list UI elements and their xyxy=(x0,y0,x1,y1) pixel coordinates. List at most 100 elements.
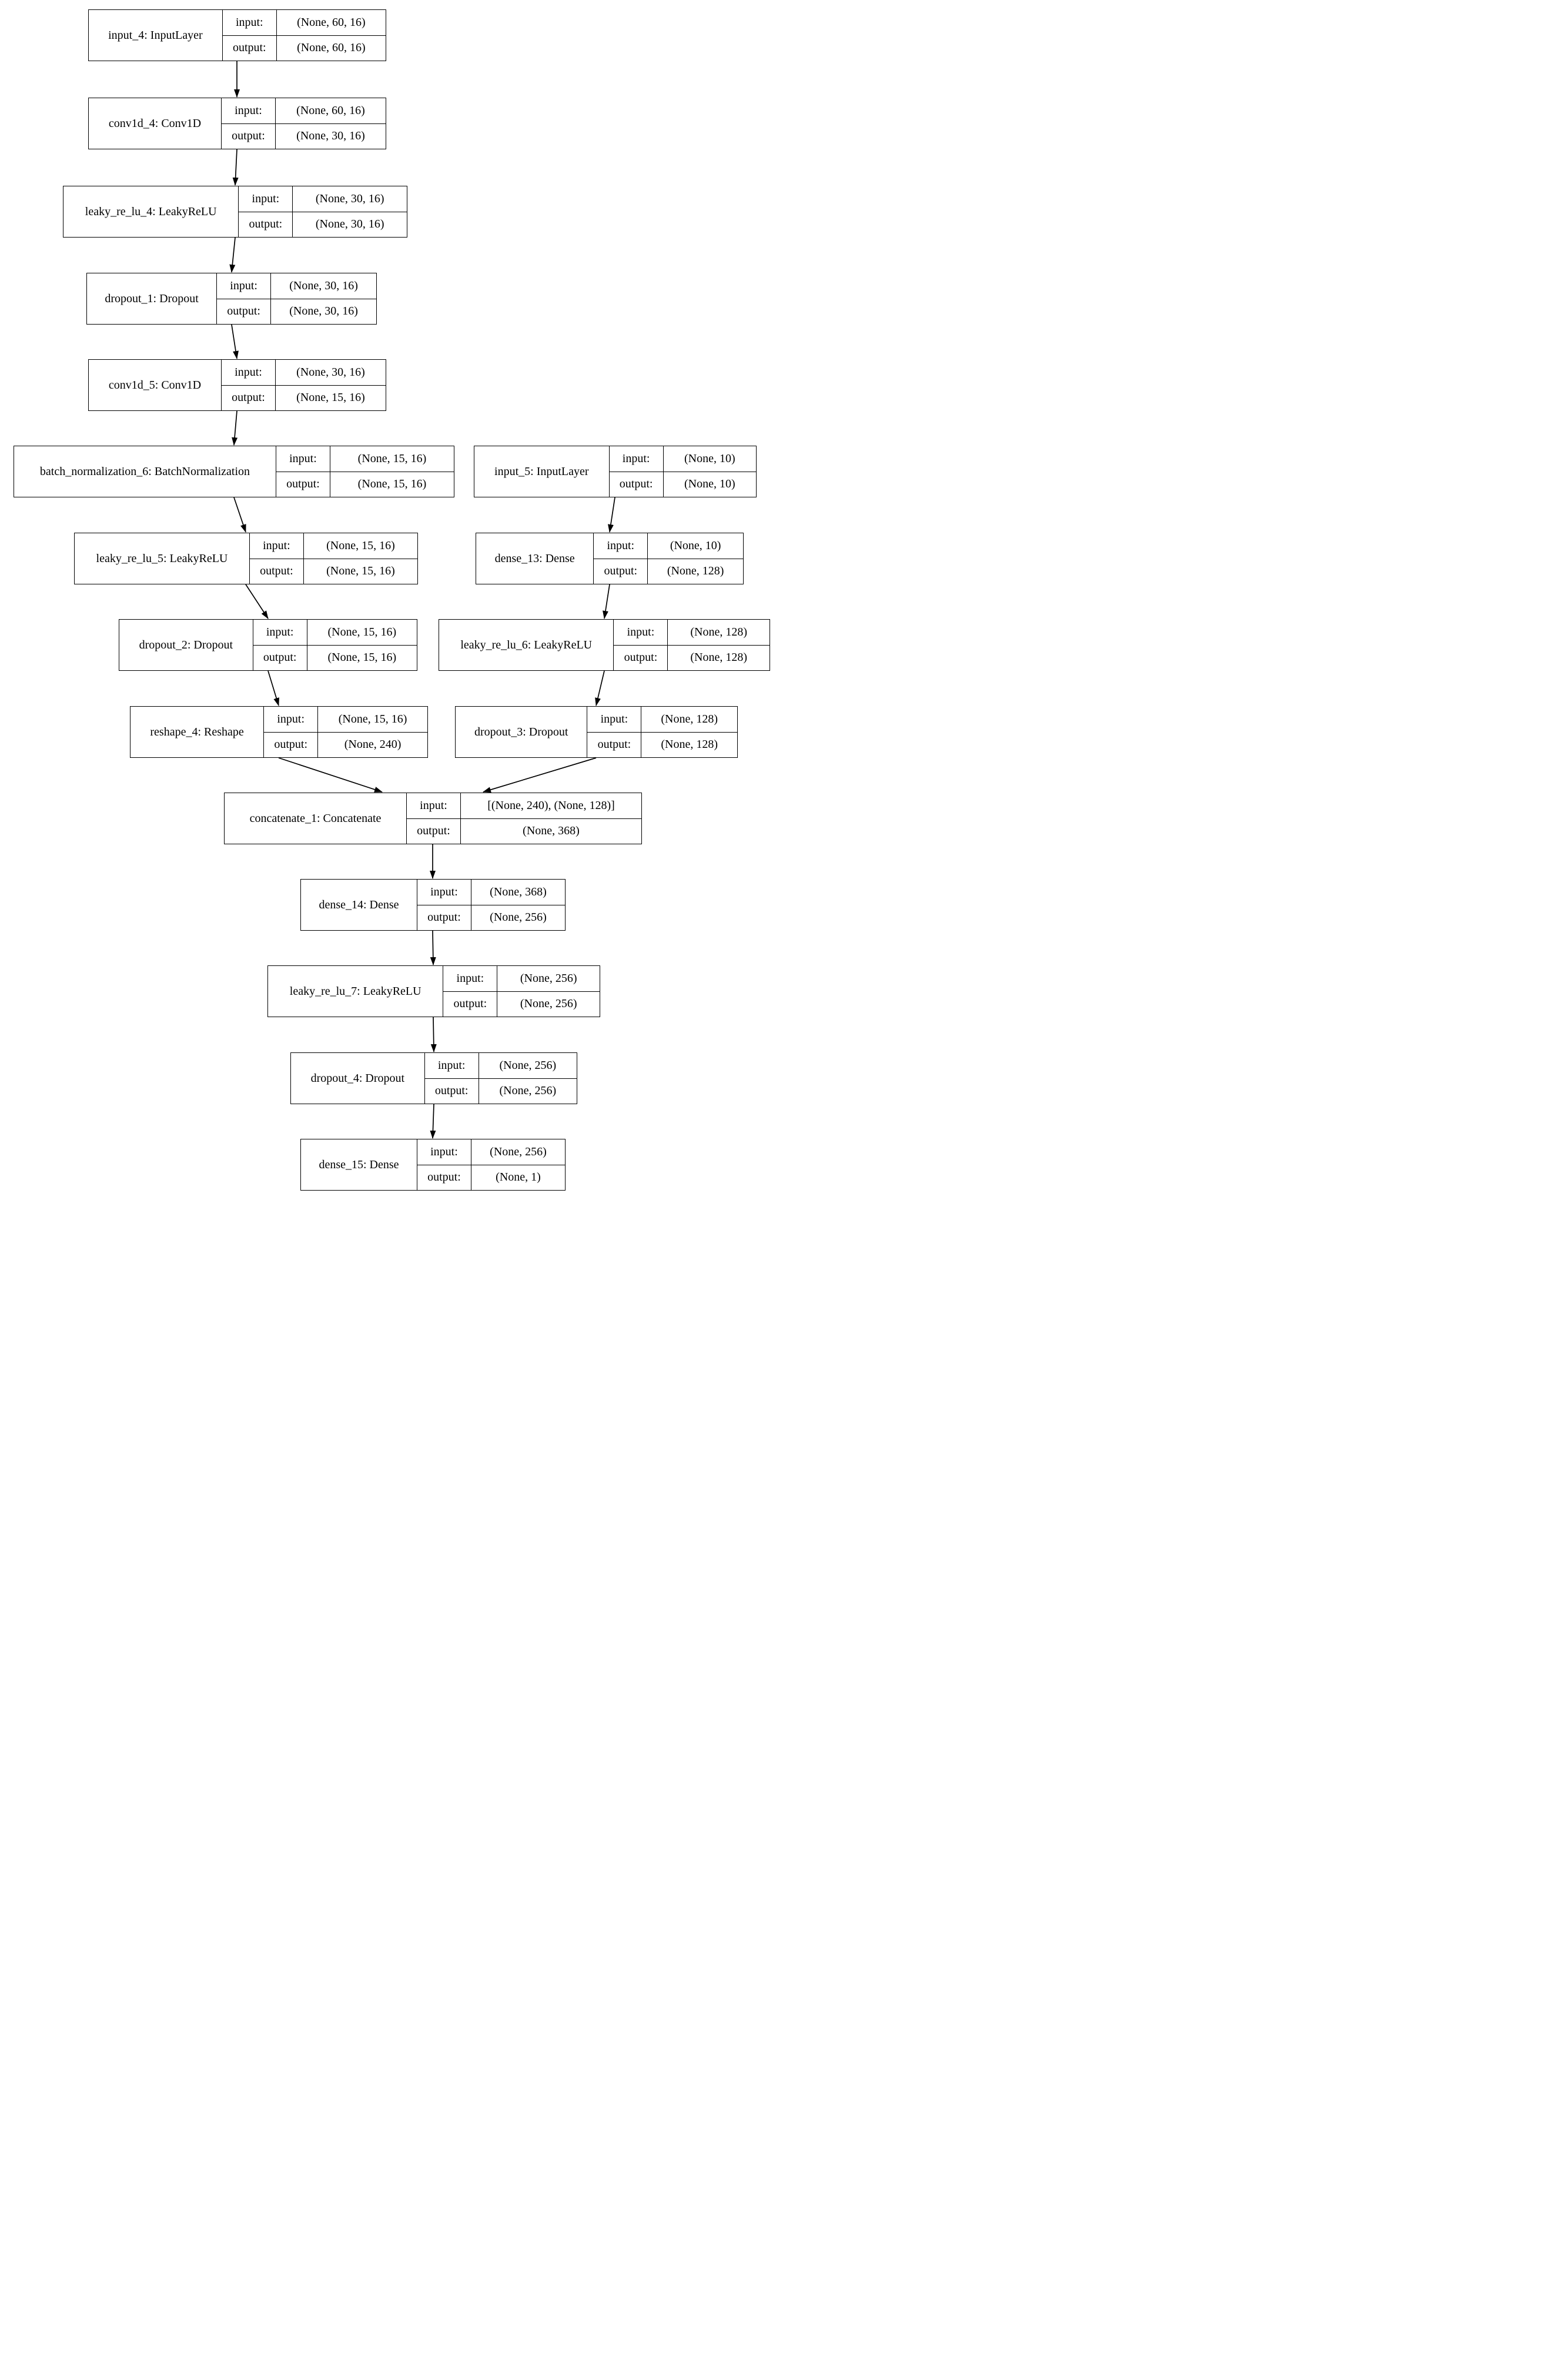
node-input_5: input_5: InputLayer input: (None, 10) ou… xyxy=(474,446,757,497)
input-shape-value: (None, 15, 16) xyxy=(327,625,397,639)
node-leaky_re_lu_5: leaky_re_lu_5: LeakyReLU input: (None, 1… xyxy=(74,533,418,584)
input-key-label: input: xyxy=(407,793,461,818)
input-key-label: input: xyxy=(222,360,276,385)
output-shape-value: (None, 256) xyxy=(520,997,577,1011)
node-conv1d_4: conv1d_4: Conv1D input: (None, 60, 16) o… xyxy=(88,98,386,149)
output-key-label: output: xyxy=(417,905,471,930)
output-shape-value: (None, 128) xyxy=(667,564,724,578)
output-key-label: output: xyxy=(222,123,276,149)
layer-name-label: leaky_re_lu_4: LeakyReLU xyxy=(63,186,239,237)
layer-name-label: input_5: InputLayer xyxy=(474,446,610,497)
input-key-label: input: xyxy=(443,966,498,991)
node-dropout_3: dropout_3: Dropout input: (None, 128) ou… xyxy=(455,706,738,758)
output-key-label: output: xyxy=(264,732,319,757)
output-key-label: output: xyxy=(239,212,293,237)
input-key-label: input: xyxy=(239,186,293,212)
input-shape-value: (None, 15, 16) xyxy=(338,712,407,726)
layer-name-label: dropout_4: Dropout xyxy=(291,1053,425,1104)
edge-dropout_4-dense_15 xyxy=(430,1104,436,1139)
output-key-label: output: xyxy=(250,559,304,584)
input-shape-value: (None, 30, 16) xyxy=(296,365,365,379)
output-shape-value: (None, 256) xyxy=(490,911,547,924)
output-key-label: output: xyxy=(443,991,498,1017)
output-shape-value: (None, 128) xyxy=(661,738,718,751)
output-shape-value: (None, 240) xyxy=(344,738,402,751)
node-batch_normalization_6: batch_normalization_6: BatchNormalizatio… xyxy=(14,446,454,497)
input-key-label: input: xyxy=(217,273,272,299)
node-concatenate_1: concatenate_1: Concatenate input: [(None… xyxy=(224,793,642,844)
input-key-label: input: xyxy=(614,620,668,645)
layer-name-label: reshape_4: Reshape xyxy=(131,707,265,757)
layer-name-label: dense_15: Dense xyxy=(301,1139,417,1190)
node-input_4: input_4: InputLayer input: (None, 60, 16… xyxy=(88,9,386,61)
node-dropout_4: dropout_4: Dropout input: (None, 256) ou… xyxy=(290,1052,577,1104)
output-shape-value: (None, 15, 16) xyxy=(326,564,395,578)
layer-name-label: leaky_re_lu_6: LeakyReLU xyxy=(439,620,614,670)
input-shape-value: (None, 60, 16) xyxy=(296,103,365,117)
node-leaky_re_lu_7: leaky_re_lu_7: LeakyReLU input: (None, 2… xyxy=(267,965,600,1017)
layer-name-label: leaky_re_lu_5: LeakyReLU xyxy=(75,533,250,584)
output-shape-value: (None, 10) xyxy=(684,477,735,491)
node-leaky_re_lu_6: leaky_re_lu_6: LeakyReLU input: (None, 1… xyxy=(439,619,770,671)
output-key-label: output: xyxy=(425,1078,479,1104)
output-key-label: output: xyxy=(587,732,642,757)
input-shape-value: (None, 30, 16) xyxy=(315,192,384,205)
layer-name-label: dropout_3: Dropout xyxy=(456,707,588,757)
output-key-label: output: xyxy=(417,1165,471,1190)
edge-conv1d_5-batch_normalization_6 xyxy=(232,410,238,446)
edge-leaky_re_lu_7-dropout_4 xyxy=(430,1017,437,1052)
node-leaky_re_lu_4: leaky_re_lu_4: LeakyReLU input: (None, 3… xyxy=(63,186,407,238)
output-shape-value: (None, 15, 16) xyxy=(296,391,365,405)
layer-name-label: concatenate_1: Concatenate xyxy=(225,793,407,844)
layer-name-label: dropout_2: Dropout xyxy=(119,620,253,670)
output-key-label: output: xyxy=(610,472,664,497)
output-shape-value: (None, 1) xyxy=(496,1171,541,1184)
edge-dropout_3-concatenate_1 xyxy=(483,757,597,793)
node-dense_13: dense_13: Dense input: (None, 10) output… xyxy=(476,533,744,584)
output-shape-value: (None, 30, 16) xyxy=(296,129,365,143)
edge-batch_normalization_6-leaky_re_lu_5 xyxy=(233,497,246,533)
input-shape-value: (None, 60, 16) xyxy=(297,15,366,29)
layer-name-label: input_4: InputLayer xyxy=(89,10,223,61)
input-key-label: input: xyxy=(250,533,304,559)
input-shape-value: (None, 128) xyxy=(690,625,748,639)
node-dense_14: dense_14: Dense input: (None, 368) outpu… xyxy=(300,879,566,931)
input-key-label: input: xyxy=(594,533,648,559)
layer-name-label: dense_13: Dense xyxy=(476,533,594,584)
input-key-label: input: xyxy=(587,707,642,732)
input-shape-value: (None, 256) xyxy=(490,1145,547,1158)
input-key-label: input: xyxy=(417,1139,471,1165)
edges-layer xyxy=(229,61,615,1139)
output-shape-value: (None, 368) xyxy=(523,824,580,838)
node-dense_15: dense_15: Dense input: (None, 256) outpu… xyxy=(300,1139,566,1191)
input-key-label: input: xyxy=(222,98,276,123)
edge-dropout_2-reshape_4 xyxy=(267,670,279,706)
edge-reshape_4-concatenate_1 xyxy=(278,757,383,793)
input-key-label: input: xyxy=(276,446,330,472)
input-shape-value: (None, 15, 16) xyxy=(357,452,427,465)
output-shape-value: (None, 30, 16) xyxy=(289,305,358,318)
layer-name-label: dropout_1: Dropout xyxy=(87,273,218,324)
edge-input_5-dense_13 xyxy=(608,497,615,533)
input-shape-value: (None, 256) xyxy=(499,1058,557,1072)
input-key-label: input: xyxy=(417,880,471,905)
node-dropout_2: dropout_2: Dropout input: (None, 15, 16)… xyxy=(119,619,417,671)
input-shape-value: [(None, 240), (None, 128)] xyxy=(487,798,615,812)
input-key-label: input: xyxy=(610,446,664,472)
output-shape-value: (None, 15, 16) xyxy=(327,651,397,664)
node-conv1d_5: conv1d_5: Conv1D input: (None, 30, 16) o… xyxy=(88,359,386,411)
output-key-label: output: xyxy=(222,385,276,410)
model-architecture-diagram: input_4: InputLayer input: (None, 60, 16… xyxy=(0,0,774,1199)
edge-dropout_1-conv1d_5 xyxy=(231,324,239,359)
layer-name-label: batch_normalization_6: BatchNormalizatio… xyxy=(14,446,276,497)
input-shape-value: (None, 368) xyxy=(490,885,547,898)
output-key-label: output: xyxy=(276,472,330,497)
input-shape-value: (None, 10) xyxy=(684,452,735,465)
output-key-label: output: xyxy=(407,818,461,844)
output-shape-value: (None, 60, 16) xyxy=(297,41,366,55)
input-key-label: input: xyxy=(253,620,307,645)
input-shape-value: (None, 30, 16) xyxy=(289,279,358,292)
output-key-label: output: xyxy=(217,299,272,324)
node-reshape_4: reshape_4: Reshape input: (None, 15, 16)… xyxy=(130,706,428,758)
output-shape-value: (None, 15, 16) xyxy=(357,477,427,491)
